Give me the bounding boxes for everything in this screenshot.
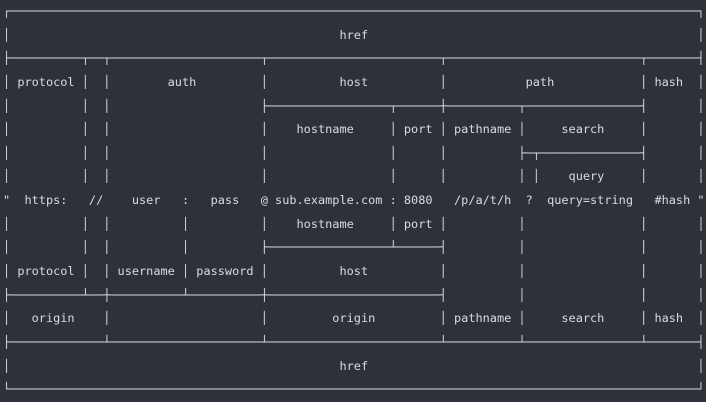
origin-pathname-search-hash-row: │ origin │ │ origin │ pathname │ search … bbox=[3, 311, 705, 326]
protocol-username-password-host-row: │ protocol │ │ username │ password │ hos… bbox=[3, 264, 705, 279]
query-row: │ │ │ │ │ │ │ │ query │ │ bbox=[3, 169, 705, 184]
origin-merge-border: ├──────────┴──┼──────────┴──────────┼───… bbox=[3, 287, 705, 302]
hostname-port-lower-row: │ │ │ │ │ hostname │ port │ │ │ │ bbox=[3, 216, 705, 231]
url-string-row: " https: // user : pass @ sub.example.co… bbox=[3, 193, 705, 208]
diagram-bottom-border: └───────────────────────────────────────… bbox=[3, 382, 705, 397]
hostname-port-pathname-search-row: │ │ │ │ hostname │ port │ pathname │ sea… bbox=[3, 122, 705, 137]
host-merge-border: │ │ │ │ ├─────────────────┴──────┤ │ │ │ bbox=[3, 240, 705, 255]
host-path-subdivision-border: │ │ │ ├─────────────────┬──────┼────────… bbox=[3, 98, 705, 113]
diagram-top-border: ┌───────────────────────────────────────… bbox=[3, 4, 705, 18]
protocol-auth-host-path-hash-row: │ protocol │ │ auth │ host │ path │ hash… bbox=[3, 74, 705, 89]
href-bottom-row: │ href │ bbox=[3, 358, 705, 373]
query-subdivision-border: │ │ │ │ │ │ ├─┬──────────────┤ │ bbox=[3, 145, 705, 160]
sections-bottom-border: ├─────────────┴─────────────────────┴───… bbox=[3, 334, 705, 349]
href-top-row: │ href │ bbox=[3, 27, 705, 42]
sections-top-border: ├──────────┬──┬─────────────────────┬───… bbox=[3, 51, 705, 66]
